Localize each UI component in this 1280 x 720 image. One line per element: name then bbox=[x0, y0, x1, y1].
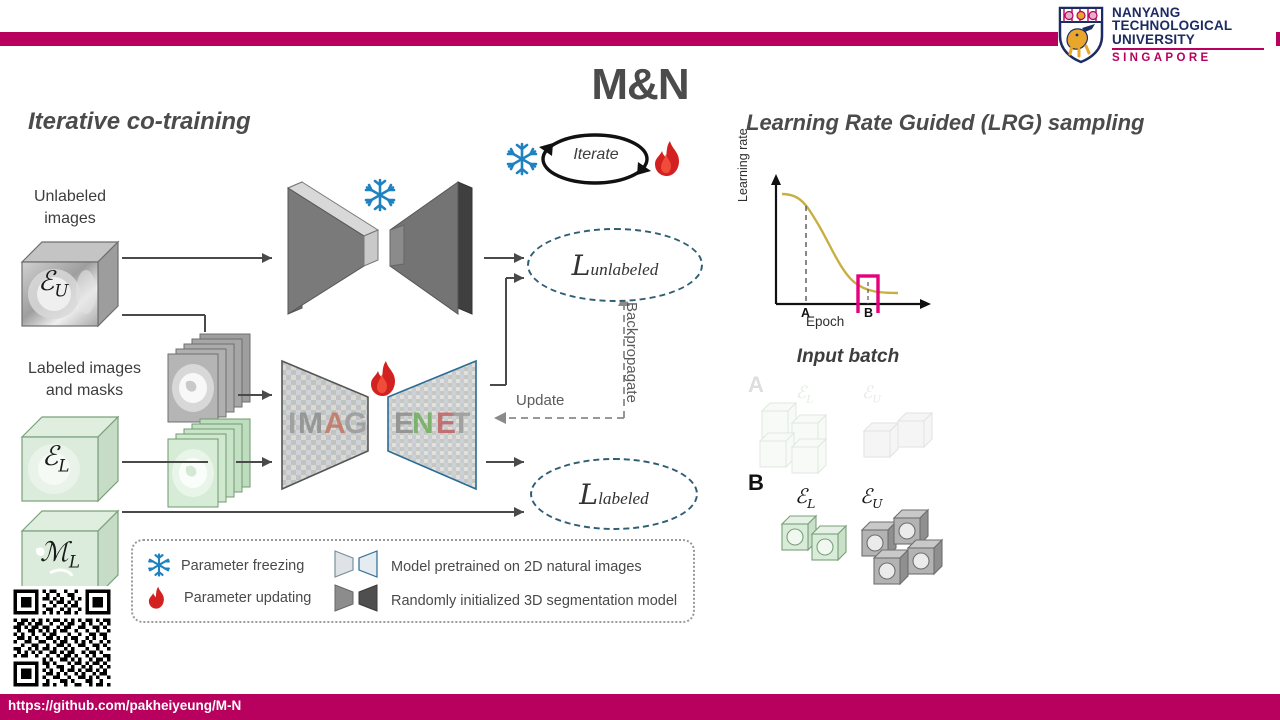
loss-labeled-symbol: L bbox=[579, 477, 599, 511]
legend-item-random-init: Randomly initialized 3D segmentation mod… bbox=[333, 583, 677, 618]
backpropagate-label: Backpropagate bbox=[623, 302, 640, 403]
unlabeled-images-label: Unlabeled images bbox=[10, 186, 130, 230]
unlabeled-images-label-line1: Unlabeled bbox=[33, 188, 107, 205]
snowflake-icon-top-model bbox=[363, 178, 397, 217]
ntu-country: SINGAPORE bbox=[1112, 52, 1212, 65]
svg-text:N: N bbox=[412, 407, 434, 440]
legend-item-pretrained: Model pretrained on 2D natural images bbox=[333, 549, 642, 584]
ntu-divider bbox=[1112, 48, 1264, 51]
cube-mask-label: ℳL bbox=[40, 537, 80, 572]
labeled-images-label-line2: and masks bbox=[45, 382, 124, 399]
chart-tick-a: A bbox=[801, 306, 811, 320]
batch-row-b-labeled-tag: ℰL bbox=[795, 484, 816, 511]
legend-item-freezing: Parameter freezing bbox=[147, 553, 304, 579]
ntu-logo: NANYANG TECHNOLOGICAL UNIVERSITY SINGAPO… bbox=[1058, 4, 1276, 66]
cube-labeled-images: ℰL bbox=[20, 413, 120, 505]
legend-label-updating: Parameter updating bbox=[184, 590, 312, 606]
labeled-images-label-line1: Labeled images bbox=[28, 360, 141, 377]
learning-rate-chart: Learning rate Epoch A B bbox=[736, 128, 943, 338]
qr-code bbox=[10, 586, 114, 690]
batch-row-b-label: B bbox=[748, 470, 764, 495]
chart-x-axis-label: Epoch bbox=[806, 314, 845, 329]
cube-labeled-masks: ℳL bbox=[20, 507, 120, 599]
flame-icon-legend bbox=[147, 585, 173, 611]
legend-item-updating: Parameter updating bbox=[147, 585, 311, 611]
model-2d-pretrained: I M A G E N E T bbox=[276, 355, 482, 500]
input-batch-title: Input batch bbox=[796, 346, 900, 367]
ntu-line-3: UNIVERSITY bbox=[1112, 31, 1196, 47]
batch-row-b-cubes bbox=[758, 508, 958, 588]
loss-labeled-subscript: labeled bbox=[598, 488, 649, 508]
flame-icon-bottom-model bbox=[368, 360, 400, 403]
repository-url[interactable]: https://github.com/pakheiyeung/M-N bbox=[8, 698, 242, 713]
svg-text:A: A bbox=[324, 407, 346, 440]
cube-unlabeled-images: ℰU bbox=[20, 238, 120, 330]
ntu-line-2: TECHNOLOGICAL bbox=[1112, 18, 1233, 34]
iterate-label: Iterate bbox=[573, 146, 619, 163]
batch-row-a-cubes bbox=[758, 395, 958, 480]
batch-row-a-unlabeled-tag: ℰU bbox=[862, 383, 882, 406]
legend-label-pretrained: Model pretrained on 2D natural images bbox=[391, 558, 642, 575]
snowflake-icon bbox=[505, 142, 539, 181]
svg-text:T: T bbox=[452, 407, 470, 440]
batch-row-a-label: A bbox=[748, 372, 764, 397]
ntu-crest-icon bbox=[1058, 6, 1104, 64]
flame-icon bbox=[652, 140, 684, 183]
cube-unlabeled-label: ℰU bbox=[38, 266, 69, 301]
cube-labeled-label: ℰL bbox=[42, 441, 70, 476]
section-heading-left: Iterative co-training bbox=[28, 108, 251, 135]
svg-text:I: I bbox=[288, 407, 296, 440]
url-bar: https://github.com/pakheiyeung/M-N bbox=[0, 694, 1280, 720]
pretrained-model-icon bbox=[333, 549, 379, 584]
labeled-images-label: Labeled images and masks bbox=[2, 358, 167, 402]
update-label: Update bbox=[516, 392, 565, 409]
batch-row-a-labeled-tag: ℰL bbox=[796, 383, 814, 406]
svg-text:G: G bbox=[344, 407, 367, 440]
svg-text:E: E bbox=[436, 407, 456, 440]
loss-unlabeled-subscript: unlabeled bbox=[590, 259, 659, 279]
chart-tick-b: B bbox=[864, 306, 874, 320]
legend-label-random-init: Randomly initialized 3D segmentation mod… bbox=[391, 592, 678, 609]
snowflake-icon-legend bbox=[147, 553, 173, 579]
random-init-model-icon bbox=[333, 583, 379, 618]
batch-row-b-unlabeled-tag: ℰU bbox=[860, 484, 883, 511]
slice-stack-labeled bbox=[148, 415, 258, 515]
ntu-line-1: NANYANG bbox=[1112, 4, 1181, 20]
legend-box: Parameter freezing Parameter updating Mo… bbox=[131, 539, 695, 623]
loss-unlabeled-node: Lunlabeled bbox=[527, 228, 703, 302]
iterate-loop-diagram: Iterate bbox=[495, 130, 695, 188]
svg-text:M: M bbox=[298, 407, 323, 440]
brand-bar-left bbox=[0, 32, 1280, 46]
legend-label-freezing: Parameter freezing bbox=[181, 558, 305, 574]
model-3d-segmentation bbox=[280, 180, 480, 320]
loss-labeled-node: Llabeled bbox=[530, 458, 698, 530]
svg-text:E: E bbox=[394, 407, 414, 440]
unlabeled-images-label-line2: images bbox=[44, 210, 96, 227]
loss-unlabeled-symbol: L bbox=[571, 248, 591, 282]
page-title: M&N bbox=[591, 60, 689, 109]
section-heading-right: Learning Rate Guided (LRG) sampling bbox=[746, 110, 1145, 135]
